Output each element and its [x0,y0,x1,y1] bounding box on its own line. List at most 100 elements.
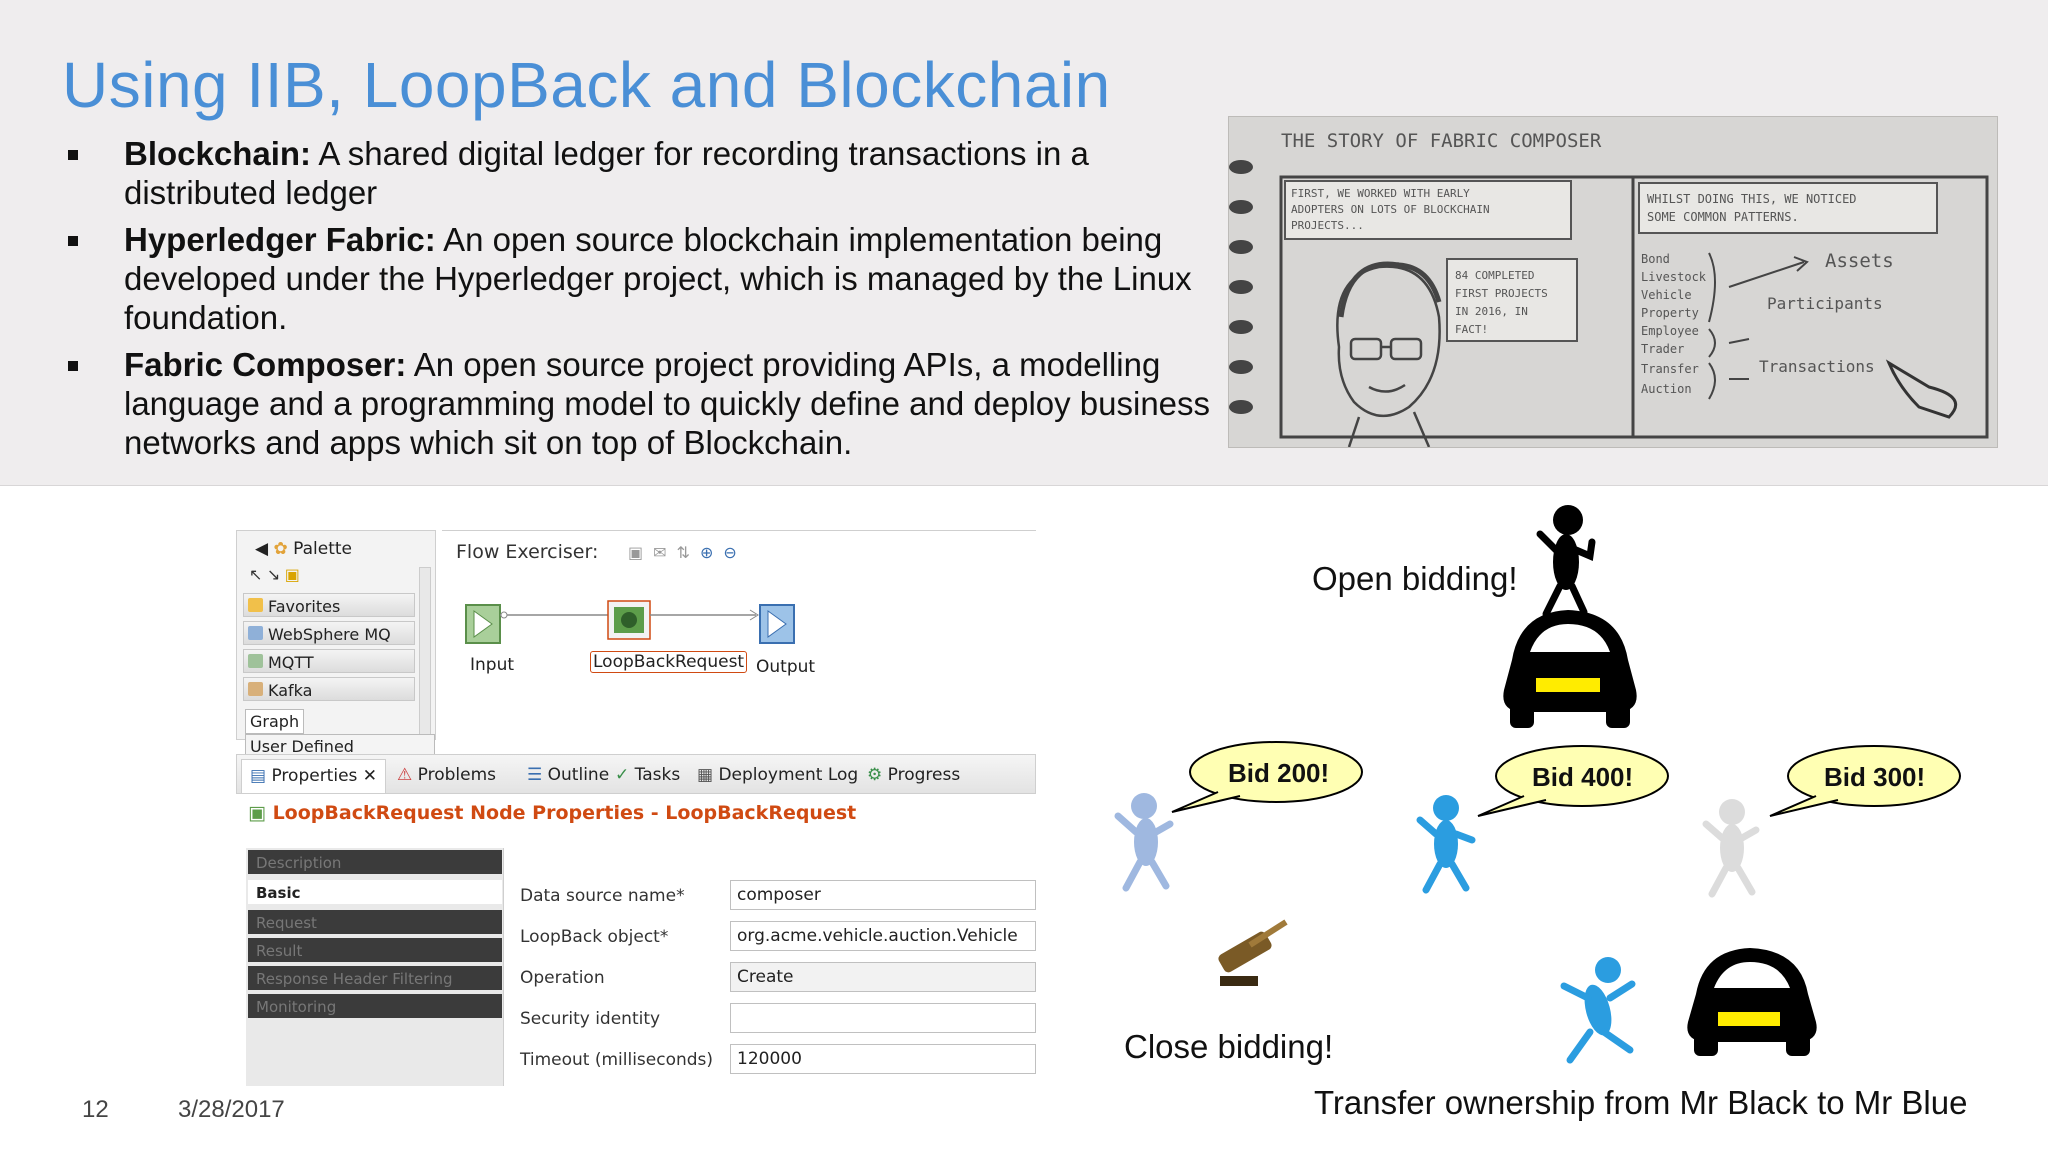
bullet-mark [68,361,78,371]
flow-exerciser-label: Flow Exerciser: [456,541,599,563]
palette-header[interactable]: ◀ ✿ Palette [237,531,435,561]
output-node[interactable] [759,604,795,644]
select-tools[interactable]: ↖ ↘ ▣ [249,565,300,585]
tab-problems[interactable]: ⚠ Problems [397,765,496,785]
operation-label: Operation [520,968,605,988]
zoom-out-icon[interactable]: ⊖ [723,543,747,562]
black-figure-icon [1536,505,1596,618]
palette-item-websphere-mq[interactable]: WebSphere MQ [243,621,415,645]
bullet-hyperledger: Hyperledger Fabric: An open source block… [62,220,1212,337]
palette-icon: ✿ [273,539,288,559]
sketch-list-item: Bond [1641,252,1670,266]
loopback-request-node[interactable] [607,600,651,640]
light-blue-figure-icon [1114,793,1174,892]
connection-icon[interactable]: ↘ [266,567,281,584]
iib-toolkit-screenshot: ◀ ✿ Palette ↖ ↘ ▣ Favorites WebSphere MQ… [236,530,1036,1086]
palette-item-label: Favorites [268,597,341,616]
bullet-term: Fabric Composer: [124,346,407,383]
data-source-name-field[interactable]: composer [730,880,1036,910]
tab-label: Progress [887,765,961,785]
palette-item-mqtt[interactable]: MQTT [243,649,415,673]
palette-item-favorites[interactable]: Favorites [243,593,415,617]
folder-icon [248,682,263,696]
operation-select[interactable]: Create [730,962,1036,992]
tab-graph[interactable]: Graph [245,709,305,734]
node-icon: ▣ [248,802,266,824]
blue-figure-icon [1560,957,1636,1064]
record-icon[interactable]: ▣ [628,543,654,562]
timeout-field[interactable]: 120000 [730,1044,1036,1074]
sketch-box2-line: FIRST PROJECTS [1455,287,1548,300]
loopback-request-node-label: LoopBackRequest [590,651,748,673]
section-request[interactable]: Request [248,910,502,934]
section-monitoring[interactable]: Monitoring [248,994,502,1018]
sketch-box1-line: FIRST, WE WORKED WITH EARLY [1291,187,1470,200]
sketch-heading: THE STORY OF FABRIC COMPOSER [1281,130,1602,152]
page-number: 12 [82,1096,109,1123]
fabric-composer-sketch: THE STORY OF FABRIC COMPOSER FIRST, WE W… [1228,116,1998,448]
bid-200-text: Bid 200! [1228,758,1330,788]
close-icon[interactable]: ✕ [362,766,378,786]
input-node-label: Input [470,655,515,675]
zoom-in-icon[interactable]: ⊕ [699,543,724,562]
section-basic[interactable]: Basic [248,880,502,904]
palette-item-label: Kafka [268,681,313,700]
bid-400-text: Bid 400! [1532,762,1634,792]
tab-properties[interactable]: ▤ Properties ✕ [241,759,387,793]
folder-icon [248,626,263,640]
notebook-rings [1229,160,1253,414]
transfer-ownership-text: Transfer ownership from Mr Black to Mr B… [1314,1084,1968,1121]
flow-toolbar: ▣✉⇅⊕⊖ [628,543,747,562]
path-icon[interactable]: ⇅ [676,543,700,562]
blue-figure-icon [1416,795,1476,894]
folder-icon [248,654,263,668]
sketch-box2-line: FACT! [1455,323,1488,336]
marquee-icon[interactable]: ▣ [284,567,300,584]
data-source-name-label: Data source name* [520,886,685,906]
send-icon[interactable]: ✉ [653,543,677,562]
bid-300-text: Bid 300! [1824,762,1926,792]
sketch-box1-line: PROJECTS... [1291,219,1364,232]
slide-title: Using IIB, LoopBack and Blockchain [62,49,1111,121]
sketch-list-item: Livestock [1641,270,1707,284]
sketch-box2-line: IN 2016, IN [1455,305,1528,318]
palette-item-kafka[interactable]: Kafka [243,677,415,701]
tab-progress[interactable]: ⚙ Progress [867,765,960,785]
security-identity-label: Security identity [520,1009,661,1029]
output-node-label: Output [756,657,816,677]
problems-icon: ⚠ [397,765,413,785]
tab-label: Deployment Log [718,765,859,785]
bullet-composer: Fabric Composer: An open source project … [62,345,1212,462]
pointer-icon[interactable]: ↖ [249,567,263,584]
sketch-list-item: Transfer [1641,362,1699,376]
sketch-box3-line: SOME COMMON PATTERNS. [1647,210,1799,224]
outline-icon: ☰ [527,765,543,785]
security-identity-field[interactable] [730,1003,1036,1033]
speech-bubble [1477,745,1669,817]
bullet-list: Blockchain: A shared digital ledger for … [62,134,1212,470]
sketch-list-item: Employee [1641,324,1699,338]
progress-icon: ⚙ [867,765,883,785]
slide-date: 3/28/2017 [178,1096,285,1123]
tab-label: Outline [547,765,610,785]
sketch-braces [1708,252,1809,400]
tab-outline[interactable]: ☰ Outline [527,765,609,785]
speech-bubble [1171,741,1363,813]
collapse-icon[interactable]: ◀ [255,539,269,559]
input-node[interactable] [465,604,501,644]
bullet-text: A shared digital ledger for recording tr… [124,135,1089,211]
tab-tasks[interactable]: ✓ Tasks [615,765,680,785]
sketch-drawing: THE STORY OF FABRIC COMPOSER FIRST, WE W… [1229,130,1989,447]
loopback-object-field[interactable]: org.acme.vehicle.auction.Vehicle [730,921,1036,951]
section-result[interactable]: Result [248,938,502,962]
section-description[interactable]: Description [248,850,502,874]
flow-diagram [465,600,795,644]
bullet-text: An open source blockchain implementation… [124,221,1192,336]
sketch-list: Bond Livestock Vehicle Property Employee… [1641,252,1707,396]
properties-header: ▣ LoopBackRequest Node Properties - Loop… [248,802,856,824]
speech-bubble [1769,745,1961,817]
section-response-header-filtering[interactable]: Response Header Filtering [248,966,502,990]
tab-deployment-log[interactable]: ▦ Deployment Log [697,765,858,785]
close-bidding-text: Close bidding! [1124,1028,1334,1065]
sketch-list-item: Trader [1641,342,1684,356]
